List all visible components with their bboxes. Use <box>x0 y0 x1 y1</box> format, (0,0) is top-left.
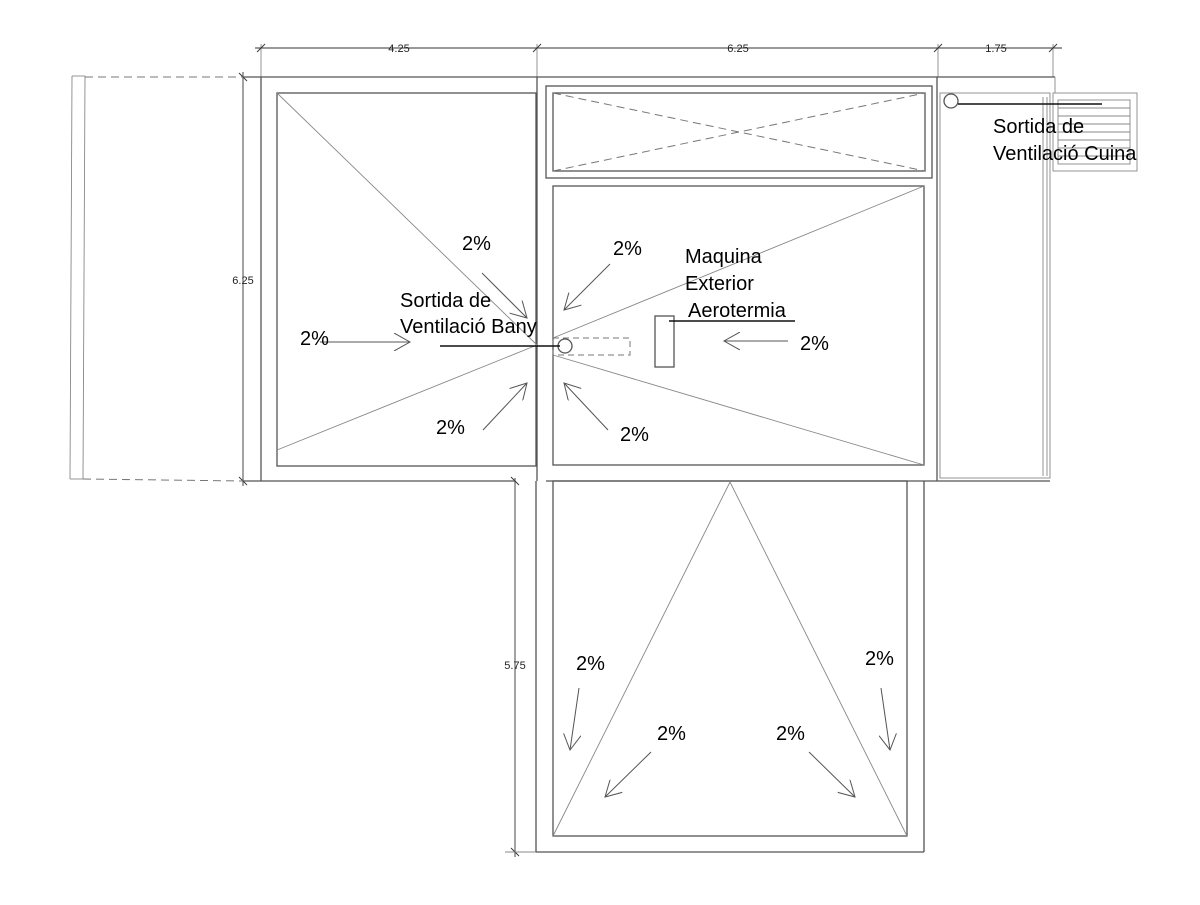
dimension-left: 6.25 <box>232 275 253 287</box>
bathroom-vent-label-2: Ventilació Bany <box>400 316 537 338</box>
aerothermal-unit <box>654 315 675 368</box>
right-strip <box>939 77 1056 479</box>
kitchen-vent-label-2: Ventilació Cuina <box>993 143 1137 165</box>
aerothermal-label-3: Aerotermia <box>688 300 787 322</box>
dimension-top-mid: 6.25 <box>727 43 748 55</box>
vent-duct-dashed <box>552 337 631 356</box>
main-block-walls <box>243 76 1055 482</box>
slope-label: 2% <box>436 417 465 439</box>
aerothermal-label-1: Maquina <box>685 246 763 268</box>
dimension-top-left: 4.25 <box>388 43 409 55</box>
bathroom-vent-outlet-icon <box>557 338 573 354</box>
slope-label: 2% <box>776 723 805 745</box>
slope-label: 2% <box>462 233 491 255</box>
slope-arrow-icon <box>564 263 611 310</box>
slope-arrow-icon <box>481 272 527 318</box>
slope-label: 2% <box>620 424 649 446</box>
slope-label: 2% <box>613 238 642 260</box>
slope-arrow-icon <box>605 751 652 797</box>
slope-arrow-icon <box>570 687 579 750</box>
slope-label: 2% <box>300 328 329 350</box>
lower-block <box>535 480 925 853</box>
kitchen-vent-outlet-icon <box>943 93 959 109</box>
slope-arrow-icon <box>564 383 609 431</box>
left-exterior-outline <box>69 75 244 482</box>
bathroom-vent-label-1: Sortida de <box>400 290 491 312</box>
slope-labels: 2% 2% 2% 2% 2% 2% 2% 2% 2% 2% <box>300 233 894 745</box>
slope-label: 2% <box>576 653 605 675</box>
slope-arrows <box>320 263 890 797</box>
top-dimension-line <box>255 43 1062 77</box>
slope-label: 2% <box>865 648 894 670</box>
slope-label: 2% <box>657 723 686 745</box>
dimension-lower: 5.75 <box>504 660 525 672</box>
middle-room <box>552 185 925 466</box>
slope-label: 2% <box>800 333 829 355</box>
aerothermal-label-2: Exterior <box>685 273 754 295</box>
left-room <box>276 92 538 467</box>
slope-arrow-icon <box>881 687 890 750</box>
slope-arrow-icon <box>808 751 855 797</box>
slope-arrow-icon <box>482 383 527 431</box>
kitchen-vent-grille <box>1052 92 1138 172</box>
skylight-dashed <box>545 85 933 179</box>
dimension-top-right: 1.75 <box>985 43 1006 55</box>
kitchen-vent-label-1: Sortida de <box>993 116 1084 138</box>
